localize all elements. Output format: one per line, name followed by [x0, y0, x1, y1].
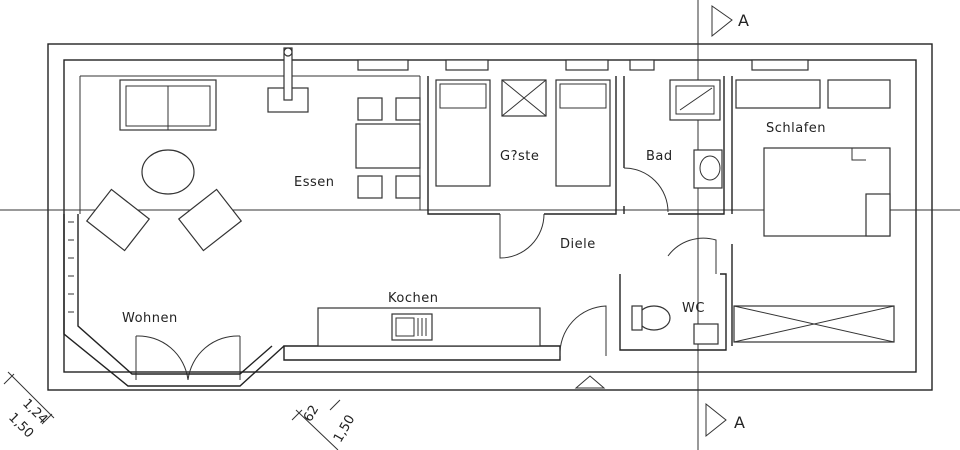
- door-guest: [499, 213, 545, 259]
- coffee-table: [141, 149, 195, 195]
- room-label-gaeste: G?ste: [500, 149, 539, 164]
- guest-room-walls: [427, 76, 617, 215]
- room-label-diele: Diele: [560, 237, 596, 252]
- guest-bed-right-pillow: [559, 83, 607, 109]
- room-label-kochen: Kochen: [388, 291, 438, 306]
- bath-walls: [623, 76, 725, 215]
- window-top-4: [629, 59, 655, 71]
- bed-nightstand: [865, 193, 891, 237]
- section-marker-top-icon: [711, 5, 733, 38]
- window-top-1: [357, 59, 409, 71]
- guest-nightstand-cross: [501, 79, 547, 117]
- shower-tray-icon: [675, 85, 715, 115]
- armchair-right: [177, 188, 243, 252]
- door-bedroom: [667, 237, 717, 274]
- bath-washbasin-bowl: [699, 155, 721, 181]
- dining-chair-3: [357, 175, 383, 199]
- dining-table: [355, 123, 421, 169]
- kitchen-sink-basin: [395, 317, 415, 337]
- window-top-3: [565, 59, 609, 71]
- section-marker-bottom-icon: [705, 402, 727, 438]
- dimension-mid-a: 62: [301, 403, 322, 425]
- section-label-top: A: [738, 11, 749, 30]
- bath-washbasin: [693, 149, 723, 189]
- dimension-mid-b: 1,50: [331, 413, 358, 446]
- dimension-line-left: [3, 371, 55, 425]
- guest-bed-left: [435, 79, 491, 187]
- entrance-triangle-icon: [574, 375, 606, 389]
- section-label-bottom: A: [734, 413, 745, 432]
- dimension-line-mid: [291, 399, 341, 450]
- wardrobe-1: [735, 79, 821, 109]
- wardrobe-2: [827, 79, 891, 109]
- dining-chair-1: [357, 97, 383, 121]
- window-top-2: [445, 59, 489, 71]
- window-top-5: [751, 59, 809, 71]
- toilet-tank: [631, 305, 643, 331]
- dining-chair-2: [395, 97, 421, 121]
- stove-pipe-cap: [283, 47, 293, 57]
- dining-chair-4: [395, 175, 421, 199]
- door-bath: [623, 167, 669, 213]
- kitchen-sink-drain-hatch: [417, 318, 427, 336]
- bay-window: [63, 214, 285, 387]
- room-label-wc: WC: [682, 301, 705, 316]
- wc-walls: [619, 273, 727, 351]
- armchair-left: [85, 188, 151, 252]
- room-label-essen: Essen: [294, 175, 335, 190]
- room-label-wohnen: Wohnen: [122, 311, 178, 326]
- sofa-back: [125, 85, 211, 127]
- kitchen-wall: [283, 345, 561, 361]
- bedroom-cabinet-cross: [733, 305, 895, 343]
- door-kitchen: [559, 305, 607, 357]
- room-label-bad: Bad: [646, 149, 673, 164]
- bed-cover-fold: [851, 148, 866, 161]
- guest-bed-left-pillow: [439, 83, 487, 109]
- wc-washbasin: [693, 323, 719, 345]
- outer-wall: [47, 43, 933, 391]
- bay-window-hatch: [68, 221, 74, 313]
- room-label-schlafen: Schlafen: [766, 121, 826, 136]
- guest-bed-right: [555, 79, 611, 187]
- door-terrace: [135, 335, 241, 381]
- toilet-bowl: [637, 305, 671, 331]
